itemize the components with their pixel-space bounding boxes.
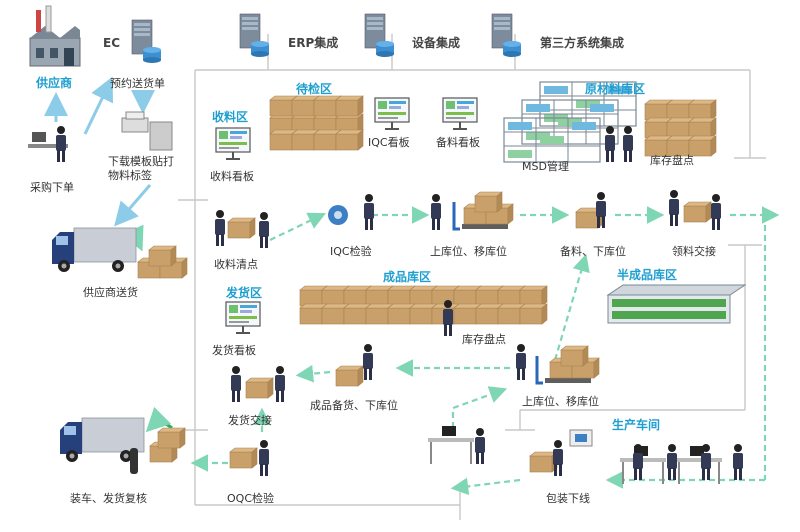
putaway-scene — [431, 191, 514, 231]
receiving-zone-title: 收料区 — [212, 110, 249, 124]
semi-finished-zone-title: 半成品库区 — [617, 268, 678, 282]
msd-label: MSD管理 — [522, 160, 569, 173]
loading-arrow — [145, 406, 173, 433]
raw-inventory-label: 库存盘点 — [650, 154, 694, 167]
purchase-order-label: 采购下单 — [30, 181, 74, 194]
packing-offline-label: 包装下线 — [546, 492, 590, 505]
finished-zone-title: 成品库区 — [383, 270, 432, 284]
finished-putaway-label: 上库位、移库位 — [522, 395, 599, 408]
iqc-check-label: IQC检验 — [330, 245, 372, 258]
semi-finished-rack-icon — [606, 284, 747, 324]
factory-icon — [29, 5, 81, 67]
inspection-boxes-icon — [269, 95, 364, 151]
finished-picking-label: 成品备货、下库位 — [310, 399, 398, 412]
supplier-truck-icon — [51, 227, 137, 273]
scanner-icon — [130, 448, 138, 474]
supplier-delivery-label: 供应商送货 — [83, 286, 138, 299]
shipping-handover-label: 发货交接 — [228, 414, 272, 427]
finished-goods-boxes-icon — [299, 285, 548, 336]
material-flow-arrows — [190, 206, 780, 496]
loading-review-label: 装车、发货复核 — [70, 492, 147, 505]
inspection-zone-title: 待检区 — [296, 82, 333, 96]
shipping-handover-scene — [231, 366, 285, 402]
supplier-flow-arrows — [44, 76, 155, 227]
iqc-board-label: IQC看板 — [368, 136, 410, 149]
receiving-board-label: 收料看板 — [210, 170, 254, 183]
loading-boxes-icon — [130, 427, 186, 474]
raw-material-zone-title: 原材料库区 — [585, 82, 646, 96]
receive-count-label: 收料清点 — [214, 258, 258, 271]
device-integration-label: 设备集成 — [412, 36, 461, 50]
ec-server-icon — [131, 19, 162, 64]
third-party-label: 第三方系统集成 — [540, 36, 625, 50]
erp-server-icon — [239, 13, 270, 58]
putaway-move-label: 上库位、移库位 — [430, 245, 507, 258]
oqc-check-scene — [229, 440, 269, 476]
packing-line-scene — [428, 426, 563, 476]
erp-label: ERP集成 — [288, 36, 339, 50]
shipping-board-icon — [225, 301, 261, 335]
ec-label: EC — [103, 36, 121, 50]
iqc-board-icon — [374, 97, 410, 131]
raw-material-boxes-icon — [623, 99, 717, 162]
receive-count-scene — [215, 210, 269, 248]
requisition-scene — [669, 190, 721, 230]
oqc-check-label: OQC检验 — [227, 492, 274, 505]
receiving-board-icon — [215, 127, 251, 161]
device-server-icon — [364, 13, 395, 58]
download-template-label: 下载模板贴打 — [108, 155, 174, 168]
appointment-label: 预约送货单 — [110, 77, 165, 90]
third-party-server-icon — [491, 13, 522, 58]
material-label-label: 物料标签 — [108, 169, 152, 182]
iqc-check-scene — [328, 194, 374, 230]
shipping-board-label: 发货看板 — [212, 344, 256, 357]
picking-off-label: 备料、下库位 — [560, 245, 626, 258]
supplier-label: 供应商 — [36, 76, 73, 90]
picking-scene — [575, 192, 606, 229]
workshop-zone-title: 生产车间 — [612, 418, 661, 432]
picking-board-label: 备料看板 — [436, 136, 480, 149]
finished-inventory-label: 库存盘点 — [462, 333, 506, 346]
printer-icon — [121, 111, 173, 151]
workshop-line-icon — [569, 429, 743, 484]
finished-picking-scene — [335, 344, 373, 387]
purchaser-icon — [28, 126, 68, 162]
shipping-zone-title: 发货区 — [226, 286, 263, 300]
delivery-boxes-icon — [137, 245, 188, 279]
picking-board-icon — [442, 97, 478, 131]
requisition-label: 领料交接 — [672, 245, 716, 258]
